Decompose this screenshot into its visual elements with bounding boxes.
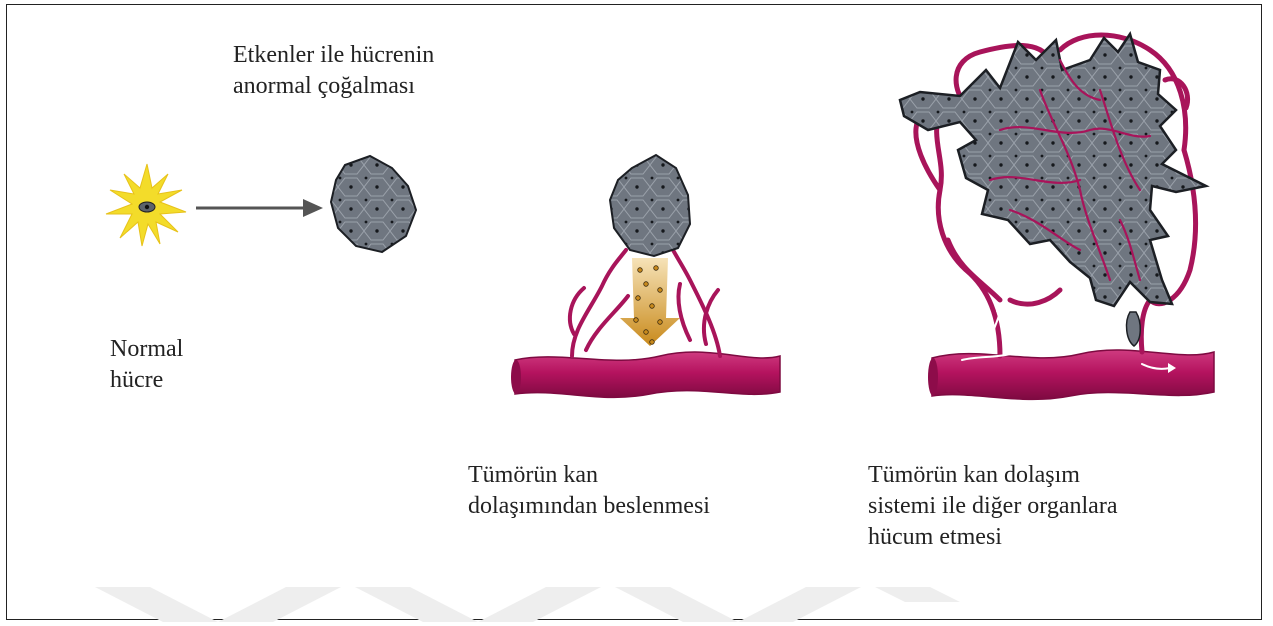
- growth-arrow: [196, 199, 323, 217]
- tumor-feeding-caption: Tümörün kan dolaşımından beslenmesi: [468, 460, 710, 522]
- abnormal-cell-cluster: [331, 156, 416, 252]
- tumor-invasion-illustration: [900, 34, 1214, 399]
- watermark: [95, 587, 960, 622]
- tumor-invasion-caption: Tümörün kan dolaşım sistemi ile diğer or…: [868, 460, 1117, 553]
- normal-cell-icon: [106, 164, 186, 246]
- tumor-feeding-illustration: [511, 155, 780, 397]
- abnormal-growth-caption: Etkenler ile hücrenin anormal çoğalması: [233, 40, 434, 102]
- normal-cell-caption: Normal hücre: [110, 334, 183, 396]
